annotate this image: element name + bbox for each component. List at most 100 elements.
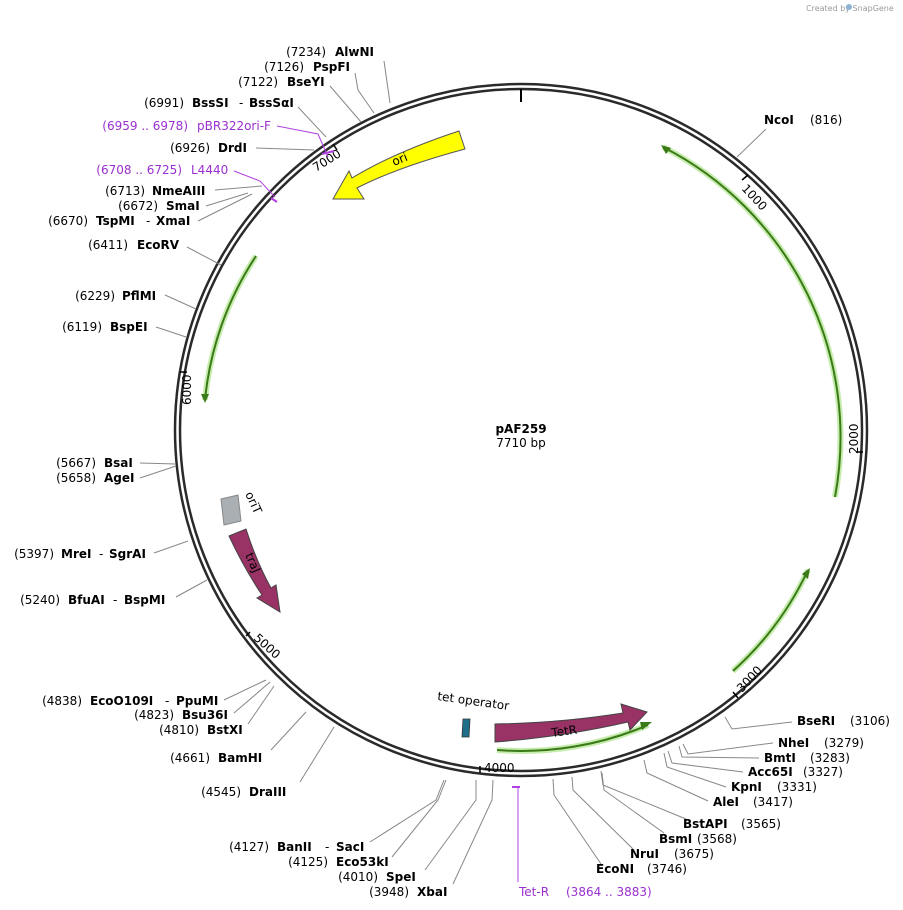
site-pos: (4125) (288, 855, 328, 869)
site-AlwNI[interactable]: (7234) AlwNI (286, 45, 391, 104)
site-AgeI[interactable]: (5658) AgeI (56, 465, 177, 485)
site-pos: (4823) (134, 708, 174, 722)
ori-arrow[interactable] (332, 130, 466, 200)
site-name: BstAPI (683, 817, 728, 831)
site-NruI[interactable]: NruI (3675) (571, 776, 714, 861)
site-name: EcoNI (596, 862, 634, 876)
oriT-label: oriT (242, 489, 265, 516)
site-pos: (6713) (105, 184, 145, 198)
site-pos: (3746) (647, 862, 687, 876)
primer-L4440[interactable]: (6708 .. 6725) L4440 (96, 163, 278, 203)
site-DraIII[interactable]: (4545) DraIII (201, 726, 335, 799)
site-leader (214, 185, 263, 191)
site-leader (297, 106, 327, 138)
plasmid-name: pAF259 (495, 422, 546, 436)
site-BseRI[interactable]: BseRI (3106) (724, 714, 890, 730)
site-BstXI[interactable]: (4810) BstXI (159, 685, 275, 737)
feature-TetR[interactable]: TetR (494, 703, 648, 743)
site-BfuAI[interactable]: (5240) BfuAI - BspMI (20, 579, 208, 607)
site-BamHI[interactable]: (4661) BamHI (170, 711, 307, 765)
site-name: Bsu36I (182, 708, 228, 722)
site-name: BsaI (104, 456, 133, 470)
site-leader (139, 465, 177, 479)
orf-arc-left-halo (202, 254, 259, 401)
site-separator: - (165, 694, 169, 708)
orf-arc-bottom (496, 724, 649, 752)
site-leader (186, 246, 222, 266)
site-AleI[interactable]: AleI (3417) (643, 759, 793, 809)
tet-operator-box[interactable] (461, 718, 471, 738)
site-pos: (4545) (201, 785, 241, 799)
traJ-arrow[interactable] (228, 528, 281, 613)
site-BmtI[interactable]: BmtI (3283) (678, 745, 850, 765)
site-leader (223, 679, 267, 701)
site-name: BanII (277, 840, 312, 854)
site-EcoRV[interactable]: (6411) EcoRV (88, 238, 222, 266)
primer-pBR322ori-F[interactable]: (6959 .. 6978) pBR322ori-F (102, 119, 335, 158)
primer-range: (6959 .. 6978) (102, 119, 188, 133)
orf-arc-left (204, 255, 257, 401)
site-EcoNI[interactable]: EcoNI (3746) (552, 778, 687, 876)
TetR-arrow[interactable] (494, 703, 648, 743)
site-NheI[interactable]: NheI (3279) (682, 736, 864, 755)
site-NmeAIII[interactable]: (6713) NmeAIII (105, 184, 263, 198)
site-name: BsmI (659, 832, 692, 846)
site-BssSI[interactable]: (6991) BssSI - BssSαI (144, 96, 327, 138)
oriT-box[interactable] (220, 494, 242, 526)
site-BspEI[interactable]: (6119) BspEI (62, 320, 187, 338)
site-BseYI[interactable]: (7122) BseYI (238, 75, 362, 123)
site-XbaI[interactable]: (3948) XbaI (369, 779, 494, 899)
site-name: NmeAIII (152, 184, 205, 198)
tick-2000: 2000 (847, 423, 863, 454)
site-pos: (5658) (56, 471, 96, 485)
site-name: KpnI (731, 780, 762, 794)
tick-label: 6000 (180, 374, 194, 405)
site-PspFI[interactable]: (7126) PspFI (264, 60, 375, 114)
site-KpnI[interactable]: KpnI (3331) (663, 752, 817, 794)
site-name: SmaI (166, 199, 200, 213)
site-Bsu36I[interactable]: (4823) Bsu36I (134, 681, 271, 722)
site-PflMI[interactable]: (6229) PflMI (75, 289, 197, 310)
primer-Tet-R[interactable]: Tet-R (3864 .. 3883) (512, 786, 652, 899)
feature-traJ[interactable]: traJ (228, 528, 281, 613)
site-name-2: SgrAI (109, 547, 146, 561)
site-pos: (7122) (238, 75, 278, 89)
primer-range: (6708 .. 6725) (96, 163, 182, 177)
plasmid-size: 7710 bp (496, 436, 546, 450)
orf-arc-bottom-arrowhead (640, 722, 652, 730)
feature-ori[interactable]: ori (332, 130, 466, 200)
site-pos: (6672) (118, 199, 158, 213)
site-BsaI[interactable]: (5667) BsaI (56, 456, 177, 470)
site-leader (643, 759, 709, 802)
site-name: AgeI (104, 471, 134, 485)
feature-oriT[interactable]: oriT (220, 489, 265, 526)
tick-mark (732, 691, 739, 699)
site-leader (552, 778, 602, 865)
site-Eco53kI[interactable]: (4125) Eco53kI (288, 779, 447, 869)
primer-leader (276, 125, 329, 158)
site-pos: (4010) (338, 870, 378, 884)
site-separator: - (113, 593, 117, 607)
site-BsmI[interactable]: BsmI (3568) (601, 772, 737, 846)
site-pos: (6411) (88, 238, 128, 252)
site-separator: - (325, 840, 329, 854)
site-pos: (7234) (286, 45, 326, 59)
site-name: BamHI (218, 751, 262, 765)
site-MreI[interactable]: (5397) MreI - SgrAI (14, 540, 189, 561)
site-name: EcoRV (137, 238, 180, 252)
site-Acc65I[interactable]: Acc65I (3327) (667, 750, 843, 779)
site-DrdI[interactable]: (6926) DrdI (170, 141, 315, 155)
site-leader (667, 750, 744, 773)
site-TspMI[interactable]: (6670) TspMI - XmaI (48, 193, 253, 228)
site-name: BmtI (764, 751, 796, 765)
site-BstAPI[interactable]: BstAPI (3565) (600, 770, 781, 831)
site-EcoO109I[interactable]: (4838) EcoO109I - PpuMI (42, 679, 267, 708)
site-name: DrdI (218, 141, 247, 155)
site-leader (383, 60, 391, 104)
site-NcoI[interactable]: NcoI (816) (736, 113, 842, 158)
site-leader (571, 776, 634, 850)
site-SmaI[interactable]: (6672) SmaI (118, 192, 249, 213)
site-leader (369, 779, 445, 843)
site-BanII[interactable]: (4127) BanII - SacI (229, 779, 445, 854)
site-SpeI[interactable]: (4010) SpeI (338, 780, 477, 884)
